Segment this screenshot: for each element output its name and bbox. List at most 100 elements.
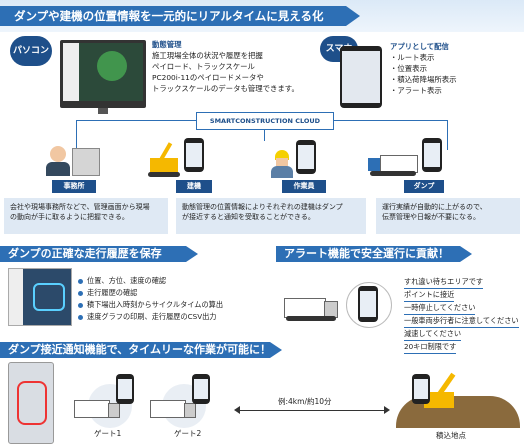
approach-banner-arrow — [270, 342, 282, 358]
gate1-truck-bed — [74, 400, 110, 418]
machine-phone — [184, 138, 204, 172]
node-dump: ダンプ — [404, 180, 444, 193]
cloud-label: SMARTCONSTRUCTION CLOUD — [209, 117, 321, 125]
gate2-truck-cab — [184, 403, 196, 418]
sp-line-3: ・積込荷降場所表示 — [390, 75, 457, 84]
approach-banner: ダンプ接近通知機能で、タイムリーな作業が可能に！ — [0, 342, 282, 358]
pc-screen — [63, 43, 143, 101]
header-title: ダンプや建機の位置情報を一元的にリアルタイムに見える化 — [14, 9, 324, 23]
route-map-sidebar — [9, 269, 23, 325]
bullet-dot — [78, 290, 83, 296]
route-bullet-2-text: 走行履歴の確認 — [87, 288, 138, 297]
route-map-path — [33, 283, 65, 311]
approach-map-phone — [8, 362, 54, 444]
node-office: 事務所 — [52, 180, 96, 193]
desc-machine: 動態管理の位置情報によりそれぞれの建機はダンプ が接近すると通知を受取ることがで… — [176, 198, 366, 234]
sp-heading: アプリとして配信 — [390, 42, 449, 51]
alert-item-1: すれ違い待ちエリアです — [404, 276, 484, 289]
approach-title: ダンプ接近通知機能で、タイムリーな作業が可能に！ — [8, 343, 272, 356]
loading-phone — [412, 374, 430, 404]
alert-item-6: 20キロ制限です — [404, 341, 457, 354]
dump-truck-cab — [368, 158, 380, 171]
connector-mid — [264, 129, 265, 141]
machine-phone-screen — [186, 143, 202, 167]
pc-geofence — [97, 51, 127, 81]
connector-right — [447, 120, 448, 150]
worker-phone — [296, 140, 316, 174]
excavator-body — [150, 158, 178, 172]
gate2-label: ゲート2 — [174, 429, 202, 438]
worker-helmet — [275, 150, 289, 160]
connector-left — [76, 120, 77, 150]
route-bullet-4-text: 速度グラフの印刷、走行履歴のCSV出力 — [87, 312, 217, 321]
alert-list: すれ違い待ちエリアです ポイントに接近 一時停止してください 一般車両歩行者に注… — [404, 276, 520, 356]
route-bullet-1-text: 位置、方位、速度の確認 — [87, 276, 167, 285]
bullet-dot — [78, 278, 83, 284]
pc-monitor — [60, 40, 146, 114]
pc-label: パソコン — [10, 36, 52, 66]
alert-truck-wheels — [286, 316, 336, 321]
desc-office-line-1: 会社や現場事務所などで、管理画面から現場 — [10, 203, 150, 211]
gate1-label: ゲート1 — [94, 429, 122, 438]
sp-line-2: ・位置表示 — [390, 64, 427, 73]
route-title: ダンプの正確な走行履歴を保存 — [8, 247, 162, 260]
alert-banner-arrow — [460, 246, 472, 262]
loading-excavator-body — [424, 392, 454, 408]
worker-body — [271, 166, 293, 178]
route-bullet-3-text: 積下場出入時刻からサイクルタイムの算出 — [87, 300, 224, 309]
bullet-dot — [78, 302, 83, 308]
route-bullet-1: 位置、方位、速度の確認 — [78, 276, 166, 286]
header-title-bar: ダンプや建機の位置情報を一元的にリアルタイムに見える化 — [0, 6, 360, 26]
alert-phone — [358, 286, 378, 322]
desc-office: 会社や現場事務所などで、管理画面から現場 の動向が手に取るように把握できる。 — [4, 198, 168, 234]
distance-arrow-right — [384, 406, 390, 414]
alert-banner: アラート機能で安全運行に貢献！ — [276, 246, 472, 262]
route-bullet-2: 走行履歴の確認 — [78, 288, 137, 298]
sp-phone-screen — [342, 51, 380, 103]
office-worker — [50, 146, 66, 162]
distance-arrow-left — [234, 406, 240, 414]
desc-office-line-2: の動向が手に取るように把握できる。 — [10, 213, 129, 221]
pc-line-1: 施工現場全体の状況や履歴を把握 — [152, 51, 263, 60]
header-arrow — [346, 6, 360, 26]
worker-phone-screen — [298, 145, 314, 169]
loading-label: 積込地点 — [436, 431, 466, 440]
node-worker: 作業員 — [282, 180, 326, 193]
alert-item-4: 一般車両歩行者に注意してください — [404, 315, 519, 328]
loading-phone-screen — [414, 379, 428, 399]
gate1-phone — [116, 374, 134, 404]
sp-line-1: ・ルート表示 — [390, 53, 435, 62]
route-bullet-4: 速度グラフの印刷、走行履歴のCSV出力 — [78, 312, 217, 322]
node-machine: 建機 — [176, 180, 212, 193]
sp-line-4: ・アラート表示 — [390, 86, 442, 95]
gate2-truck-bed — [150, 400, 186, 418]
approach-map-route — [17, 381, 47, 425]
pc-line-3: PC200i-11のペイロードメータや — [152, 73, 264, 82]
pc-line-4: トラックスケールのデータも管理できます。 — [152, 84, 299, 93]
gate1-truck-cab — [108, 403, 120, 418]
desc-machine-line-1: 動態管理の位置情報によりそれぞれの建機はダンプ — [182, 203, 343, 211]
route-banner-arrow — [186, 246, 198, 262]
gate2-phone — [192, 374, 210, 404]
route-banner: ダンプの正確な走行履歴を保存 — [0, 246, 198, 262]
route-bullet-3: 積下場出入時刻からサイクルタイムの算出 — [78, 300, 223, 310]
worker-head — [276, 158, 288, 166]
sp-phone — [340, 46, 382, 108]
pc-heading: 動態管理 — [152, 40, 182, 49]
office-building — [72, 148, 100, 176]
pc-sidebar — [63, 43, 79, 101]
desc-dump: 運行実績が自動的に上がるので、 伝票管理や日報が不要になる。 — [376, 198, 520, 234]
pc-line-2: ペイロード、トラックスケール — [152, 62, 255, 71]
excavator-track — [148, 172, 180, 177]
desc-dump-line-2: 伝票管理や日報が不要になる。 — [382, 213, 480, 221]
desc-dump-line-1: 運行実績が自動的に上がるので、 — [382, 203, 487, 211]
desc-machine-line-2: が接近すると通知を受取ることができる。 — [182, 213, 315, 221]
distance-arrow-line — [238, 410, 384, 411]
alert-title: アラート機能で安全運行に貢献！ — [284, 247, 449, 260]
alert-item-3: 一時停止してください — [404, 302, 476, 315]
dump-truck-wheels — [370, 171, 416, 176]
distance-example: 例:4km/約10分 — [276, 396, 334, 407]
bullet-dot — [78, 314, 83, 320]
cloud-box: SMARTCONSTRUCTION CLOUD — [196, 112, 334, 130]
alert-item-2: ポイントに接近 — [404, 289, 455, 302]
